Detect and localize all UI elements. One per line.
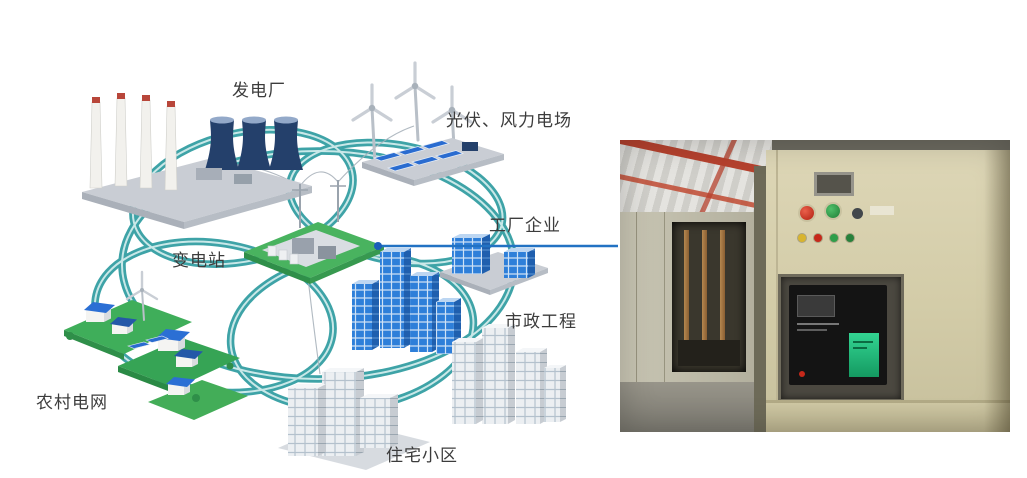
cabinet-gap <box>754 166 766 432</box>
pv-station-building <box>462 142 478 151</box>
pilot-light-green <box>846 234 854 242</box>
power-plant-cluster <box>82 93 312 229</box>
label-residential: 住宅小区 <box>386 446 458 465</box>
cabinet-seam <box>766 400 1010 403</box>
chimneys <box>89 97 178 191</box>
busbar-compartment <box>672 222 746 372</box>
pilot-light-red <box>814 234 822 242</box>
transformer <box>292 238 314 254</box>
label-municipal: 市政工程 <box>505 312 577 331</box>
steel-beam <box>620 169 772 212</box>
busbar <box>684 230 689 358</box>
ceiling <box>620 140 772 220</box>
label-rural-grid: 农村电网 <box>36 393 108 412</box>
cabinet-seam <box>664 212 665 386</box>
cooling-towers <box>205 116 303 170</box>
black-pushbutton <box>852 208 863 219</box>
pilot-light-green <box>830 234 838 242</box>
rural-solar-panels <box>127 335 169 349</box>
power-grid-diagram: 发电厂 光伏、风力电场 工厂企业 变电站 市政工程 农村电网 住宅小区 <box>36 61 618 470</box>
switchgear-cabinet-photo <box>620 140 1010 432</box>
rural-grid-cluster <box>64 270 248 420</box>
relay-screen <box>797 295 835 317</box>
cabinet-side-shade <box>984 150 1010 432</box>
relay-recess <box>778 274 904 402</box>
pv-wind-cluster <box>351 61 504 186</box>
steel-beam <box>620 140 772 183</box>
label-substation: 变电站 <box>172 251 226 270</box>
connector-line <box>374 242 618 250</box>
residential-cluster <box>278 368 430 470</box>
plant-building <box>234 174 252 184</box>
rural-wind-turbine <box>125 270 159 321</box>
busbar <box>720 230 725 358</box>
red-pushbutton <box>800 206 814 220</box>
name-plate <box>870 206 894 215</box>
breaker-module <box>678 340 740 366</box>
label-power-plant: 发电厂 <box>232 81 286 100</box>
chimney-tips <box>92 93 175 107</box>
solar-panels <box>372 140 465 172</box>
substation-cluster <box>244 180 384 284</box>
cabinet-frame-line <box>776 150 778 432</box>
meter-display <box>814 172 854 196</box>
cabinet-lower-panel <box>766 403 1010 432</box>
green-pushbutton <box>826 204 840 218</box>
relay-detail <box>797 329 827 331</box>
relay-green-label <box>849 333 879 377</box>
transformer <box>318 246 336 259</box>
city-towers-cluster <box>452 324 566 424</box>
floor <box>620 382 754 432</box>
label-factory: 工厂企业 <box>489 216 561 235</box>
factory-cluster <box>440 234 548 295</box>
diagram-graphic <box>64 61 618 470</box>
relay-led <box>799 371 805 377</box>
label-pv-wind-farm: 光伏、风力电场 <box>446 111 572 130</box>
steel-beam <box>696 140 741 220</box>
plant-building <box>196 168 222 180</box>
municipal-cluster <box>352 248 461 354</box>
busbar <box>702 230 707 358</box>
relay-detail <box>797 323 839 325</box>
cabinet-seam <box>636 212 637 386</box>
protection-relay <box>789 285 887 385</box>
rural-houses <box>84 302 203 395</box>
main-cabinet <box>766 150 1010 432</box>
pilot-light-yellow <box>798 234 806 242</box>
left-cabinet <box>620 212 754 386</box>
